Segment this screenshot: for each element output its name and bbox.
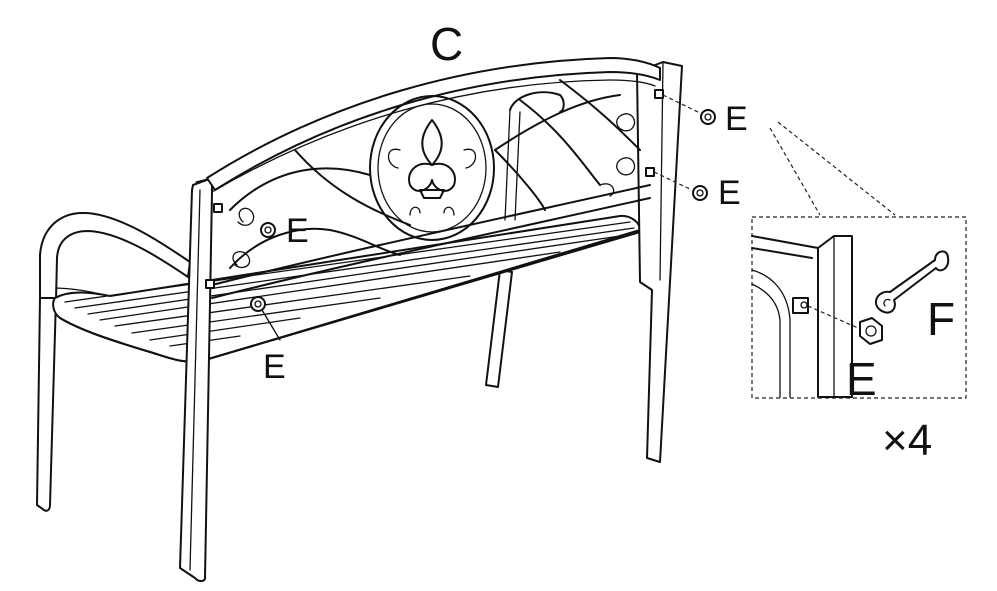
label-part-c: C [430,18,463,70]
hex-nut-icon [692,185,708,201]
label-nut-left-seat: E [263,348,286,386]
hex-nut-icon [859,317,883,345]
bolt-hole [205,279,215,289]
hex-nut-icon [260,222,276,238]
detail-inset: F E [751,216,967,405]
bolt-hole [645,167,655,177]
bolt-hole [654,89,664,99]
bench-icon [36,57,683,582]
hex-nut-icon [700,109,716,125]
hex-nut-icon [250,296,266,312]
open-end-wrench-icon [874,250,950,314]
label-detail-nut: E [846,353,877,405]
label-nut-mid: E [718,174,741,212]
label-nut-top: E [725,100,748,138]
quantity-label: ×4 [882,416,932,465]
label-nut-left-back: E [286,212,309,250]
label-wrench: F [927,293,955,345]
backrest-scrollwork [229,79,641,269]
bolt-hole [213,203,223,213]
